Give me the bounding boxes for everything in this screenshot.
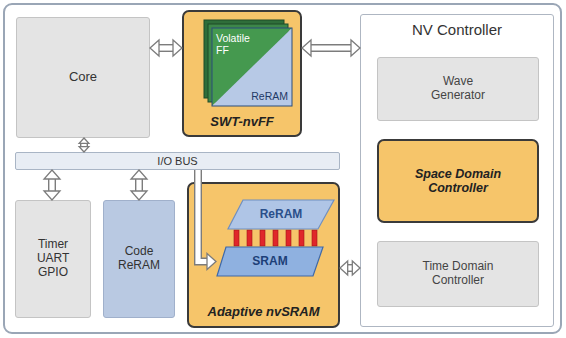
pillar-group xyxy=(234,230,317,246)
arrow-shaft xyxy=(136,178,141,192)
bus-arrow xyxy=(340,261,360,275)
arrow-shaft-outline xyxy=(135,178,143,192)
arrow-head xyxy=(352,261,360,275)
node-label: Timer UART GPIO xyxy=(37,238,69,279)
pillar xyxy=(247,230,252,246)
nvff-block: SWT-nvFF Volatile FF ReRAM xyxy=(182,10,302,137)
frame-outline xyxy=(4,4,561,333)
peripheral-box: Timer UART GPIO xyxy=(15,200,91,318)
node-label: Code ReRAM xyxy=(118,245,160,273)
pillar xyxy=(273,230,278,246)
node-label: Core xyxy=(69,70,97,85)
volatile-half xyxy=(212,28,292,106)
core-box: Core xyxy=(16,17,150,138)
arrow-shaft-outline xyxy=(158,44,174,52)
node-label: Volatile FF xyxy=(216,32,262,56)
arrow-head xyxy=(79,138,89,143)
arrow-head xyxy=(173,40,182,56)
node-label: ReRAM xyxy=(260,208,303,222)
bus-arrow xyxy=(44,170,60,200)
time-controller-box: Time Domain Controller xyxy=(377,241,539,307)
square-outline xyxy=(212,28,292,106)
arrow-shaft xyxy=(310,45,352,50)
arrow-shaft-outline xyxy=(310,44,352,52)
bus-arrow xyxy=(150,40,182,56)
reram-plane: ReRAM xyxy=(227,199,335,230)
arrow-head xyxy=(44,170,60,179)
pillar xyxy=(299,230,304,246)
arrow-shaft xyxy=(49,178,54,192)
arrow-head xyxy=(340,261,348,275)
nvsram-block: Adaptive nvSRAM ReRAM SRAM xyxy=(187,182,340,328)
pillar xyxy=(260,230,265,246)
controller-panel: NV ControllerWave GeneratorSpace Domain … xyxy=(360,14,554,327)
plane-outline xyxy=(217,247,323,276)
arrow-head xyxy=(131,170,147,179)
nvff-cell: Volatile FF ReRAM xyxy=(212,28,292,106)
node-label: NV Controller xyxy=(412,21,502,38)
plane-outline xyxy=(228,200,334,229)
arrow-head xyxy=(302,40,311,56)
node-label: Space Domain Controller xyxy=(408,167,508,196)
node-label: I/O BUS xyxy=(157,155,197,168)
node-label: ReRAM xyxy=(251,90,288,102)
sram-plane: SRAM xyxy=(216,246,324,277)
io-bus-bar: I/O BUS xyxy=(15,152,340,170)
bus-arrow xyxy=(79,138,89,152)
arrow-shaft xyxy=(158,45,174,50)
arrow-head xyxy=(351,40,360,56)
node-label: SWT-nvFF xyxy=(210,115,274,130)
bus-arrow xyxy=(131,170,147,200)
reram-half xyxy=(212,28,292,106)
pillar xyxy=(312,230,317,246)
arrow-head xyxy=(44,191,60,200)
pillar xyxy=(286,230,291,246)
node-label: SRAM xyxy=(252,255,287,269)
code-memory-box: Code ReRAM xyxy=(103,200,175,318)
pillar xyxy=(234,230,239,246)
node-label: Wave Generator xyxy=(423,75,493,103)
bus-arrow xyxy=(302,40,360,56)
arrow-head xyxy=(131,191,147,200)
arrow-head xyxy=(150,40,159,56)
node-label: Time Domain Controller xyxy=(415,260,501,288)
arrow-shaft-outline xyxy=(48,178,56,192)
wave-generator-box: Wave Generator xyxy=(377,57,539,121)
space-controller-box: Space Domain Controller xyxy=(377,139,539,223)
node-label: Adaptive nvSRAM xyxy=(208,305,320,320)
